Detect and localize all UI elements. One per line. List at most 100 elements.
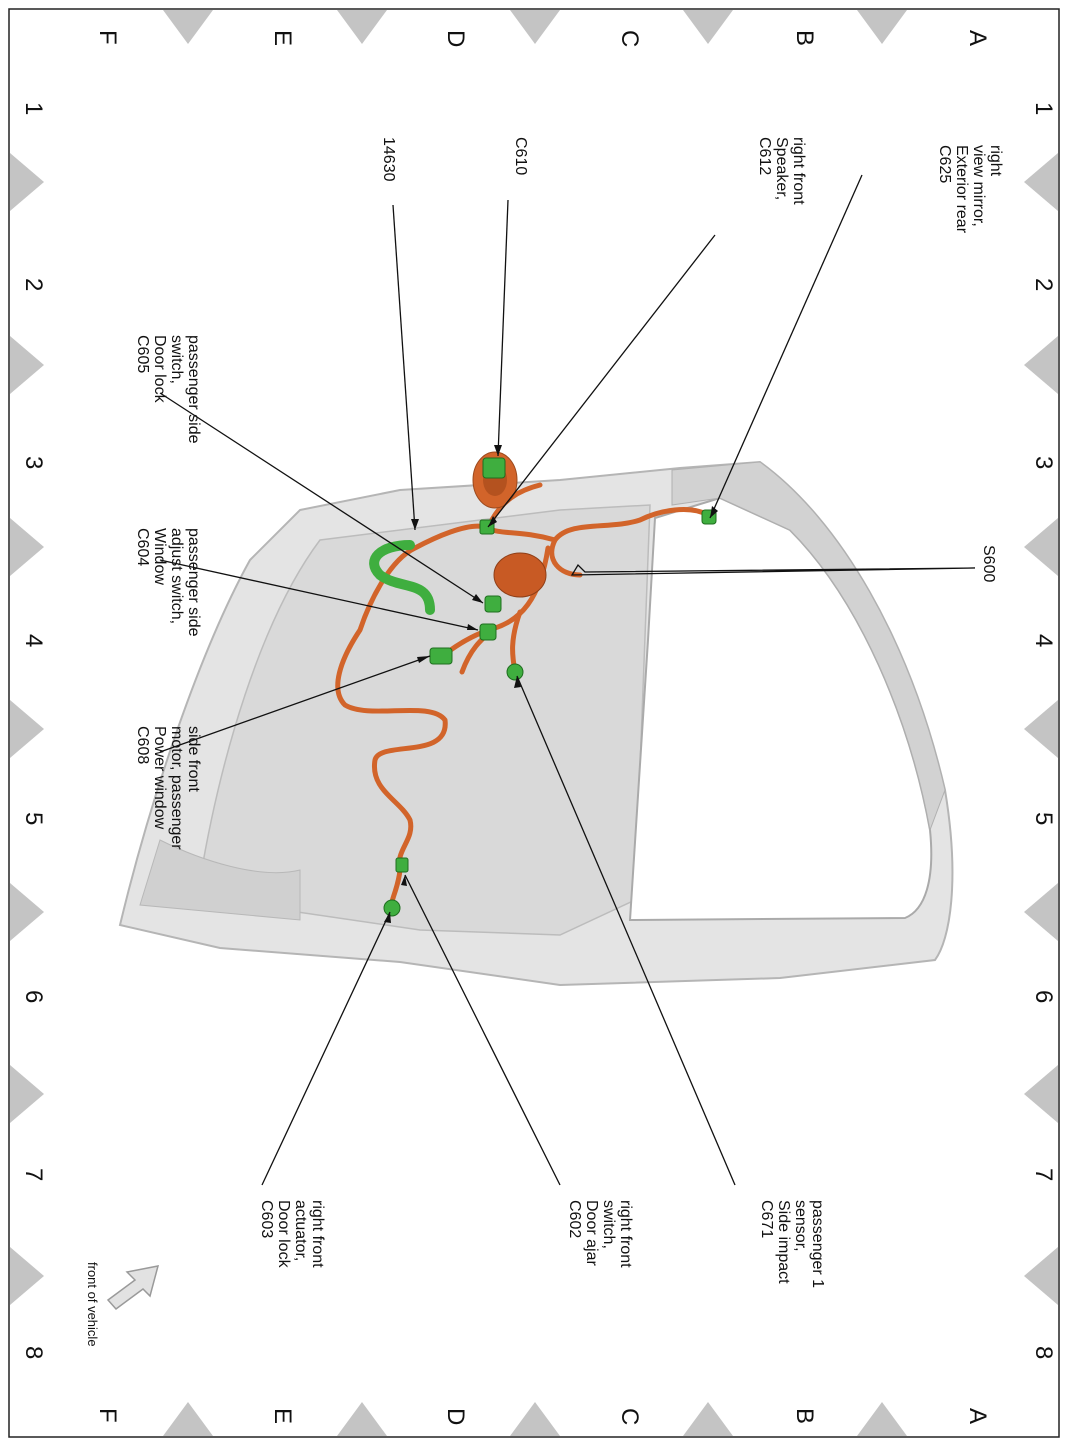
arrowhead — [488, 516, 497, 527]
column-label-right: 8 — [1030, 1346, 1057, 1359]
callout-line: passenger side — [185, 528, 202, 637]
callout-line: Exterior rear — [953, 145, 970, 234]
row-label-bottom: E — [269, 1408, 296, 1424]
callout-line: C603 — [258, 1200, 275, 1238]
leader-arrowheads — [384, 445, 718, 923]
callout-line: switch, — [168, 335, 185, 384]
callout-line: C605 — [134, 335, 151, 373]
callout-line: actuator, — [292, 1200, 309, 1261]
row-label-top: F — [94, 30, 121, 45]
callout-line: C610 — [512, 137, 529, 175]
arrowhead — [472, 594, 483, 603]
callout-c602: C602 Door ajar switch, right front — [566, 1200, 634, 1270]
arrowhead — [494, 445, 502, 456]
callout-line: adjust switch, — [168, 528, 185, 624]
callout-line: right front — [309, 1200, 326, 1268]
callout-line: Door lock — [151, 335, 168, 404]
column-label-right: 4 — [1030, 634, 1057, 647]
window-frame — [671, 461, 946, 832]
column-label-right: 1 — [1030, 102, 1057, 115]
front-of-vehicle-indicator: front of vehicle — [85, 1262, 160, 1347]
leader-c625 — [709, 174, 863, 519]
round-component — [493, 552, 547, 598]
column-label-left: 6 — [20, 990, 47, 1003]
front-of-vehicle-label: front of vehicle — [85, 1262, 100, 1347]
connector-c605 — [484, 595, 502, 613]
column-label-left: 7 — [20, 1168, 47, 1181]
green-conduit — [369, 540, 435, 615]
column-label-left: 3 — [20, 456, 47, 469]
column-label-left: 1 — [20, 102, 47, 115]
connector-c671 — [506, 663, 524, 681]
row-label-top: B — [791, 30, 818, 46]
harness-trunk — [335, 523, 558, 911]
leader-s600 — [570, 563, 976, 576]
callout-s600: S600 — [980, 545, 997, 582]
leader-c603 — [261, 911, 391, 1186]
arrowhead — [417, 656, 430, 663]
leader-lines — [159, 174, 976, 1186]
harness-main — [549, 507, 711, 578]
leader-c602 — [404, 874, 561, 1186]
grid-labels: A B C D E F A B C D E F 1 2 3 4 5 6 7 8 … — [20, 30, 1057, 1425]
row-label-top: C — [616, 30, 643, 47]
row-label-bottom: F — [94, 1408, 121, 1423]
front-arrow-icon — [106, 1265, 160, 1311]
callout-line: Door ajar — [583, 1200, 600, 1266]
callout-line: C602 — [566, 1200, 583, 1238]
callout-line: right front — [790, 137, 807, 205]
arrowhead — [467, 624, 478, 630]
connectors — [383, 457, 717, 917]
column-label-right: 3 — [1030, 456, 1057, 469]
column-label-left: 4 — [20, 634, 47, 647]
callout-line: Door lock — [275, 1200, 292, 1269]
callout-c625: C625 Exterior rear view mirror, right — [936, 145, 1004, 237]
column-label-right: 7 — [1030, 1168, 1057, 1181]
callout-c604: C604 Window adjust switch, passenger sid… — [134, 528, 202, 637]
callout-line: passenger 1 — [809, 1200, 826, 1288]
column-label-right: 2 — [1030, 278, 1057, 291]
leader-c612 — [487, 234, 716, 528]
connector-c603 — [383, 899, 401, 917]
row-label-bottom: A — [964, 1408, 991, 1424]
leader-c605 — [159, 392, 484, 604]
callout-line: right — [987, 145, 1004, 177]
callout-line: Side impact — [775, 1200, 792, 1284]
callout-line: Window — [151, 528, 168, 585]
zone-markers — [10, 10, 1058, 1436]
column-label-right: 5 — [1030, 812, 1057, 825]
leader-c610 — [497, 199, 509, 457]
callout-c610: C610 — [512, 137, 529, 175]
arrowhead — [401, 875, 407, 886]
callout-line: C625 — [936, 145, 953, 183]
leader-c671 — [516, 675, 736, 1186]
callout-line: right front — [617, 1200, 634, 1268]
callout-line: switch, — [600, 1200, 617, 1249]
row-label-bottom: D — [442, 1408, 469, 1425]
callout-line: S600 — [980, 545, 997, 582]
callout-labels: C625 Exterior rear view mirror, right C6… — [134, 137, 1004, 1288]
connector-c602 — [395, 857, 409, 873]
callout-line: C608 — [134, 726, 151, 764]
callout-line: motor, passenger — [168, 726, 185, 850]
column-label-left: 5 — [20, 812, 47, 825]
callout-line: C671 — [758, 1200, 775, 1238]
callout-c671: C671 Side impact sensor, passenger 1 — [758, 1200, 826, 1288]
arrowhead — [514, 676, 521, 688]
inner-panel — [199, 504, 651, 936]
callout-line: Power window — [151, 726, 168, 830]
callout-line: view mirror, — [970, 145, 987, 227]
arrowhead — [411, 519, 419, 530]
callout-c608: C608 Power window motor, passenger side … — [134, 726, 202, 854]
connector-c610 — [482, 457, 506, 479]
callout-line: passenger side — [185, 335, 202, 444]
callout-14630: 14630 — [380, 137, 397, 182]
connector-c604 — [479, 623, 497, 641]
row-label-bottom: C — [616, 1408, 643, 1425]
callout-line: C604 — [134, 528, 151, 566]
arrowhead — [710, 506, 718, 518]
callout-c603: C603 Door lock actuator, right front — [258, 1200, 326, 1272]
door-panel — [118, 460, 954, 987]
callout-c605: C605 Door lock switch, passenger side — [134, 335, 202, 444]
